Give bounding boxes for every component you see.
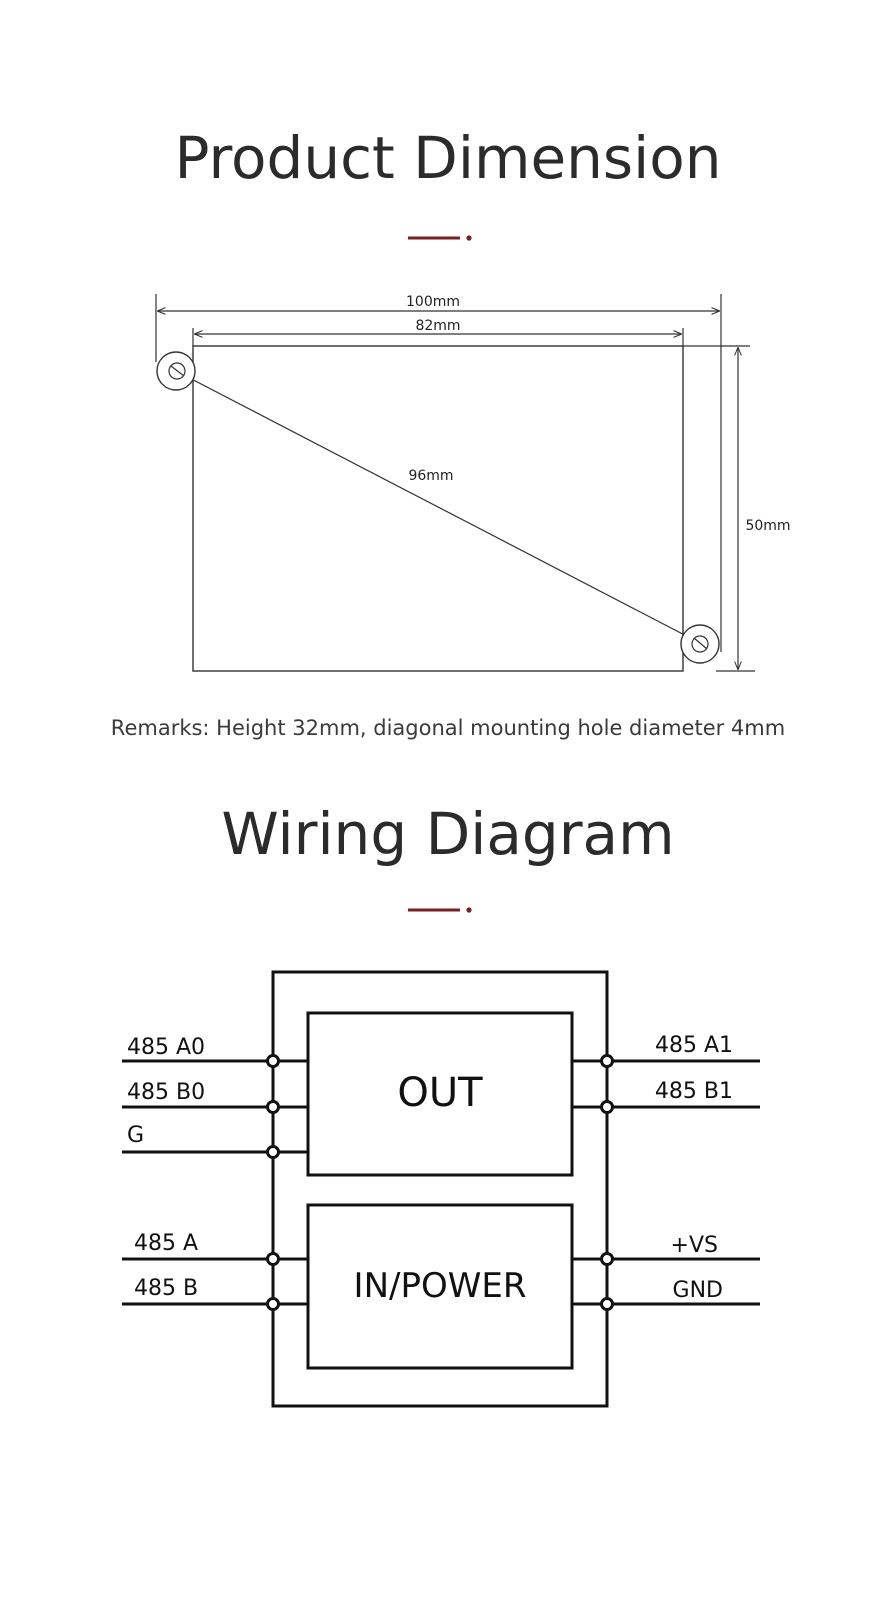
- pin-label-485-a1: 485 A1: [655, 1033, 733, 1058]
- terminal-vs: [600, 1252, 614, 1266]
- terminal-485-a0: [266, 1054, 280, 1068]
- wiring-diagram: [122, 970, 760, 1408]
- board-outline: [192, 345, 684, 672]
- terminal-485-b: [266, 1297, 280, 1311]
- pin-label-485-a0: 485 A0: [127, 1035, 205, 1060]
- terminal-gnd: [600, 1297, 614, 1311]
- pin-label-485-b: 485 B: [134, 1276, 198, 1301]
- dim-label-100mm: 100mm: [406, 294, 460, 310]
- pin-label-485-b0: 485 B0: [127, 1080, 205, 1105]
- dim-line-diagonal: [177, 371, 701, 644]
- accent-divider-top: [408, 235, 472, 241]
- terminal-485-b0: [266, 1100, 280, 1114]
- wiring-diagram-title: Wiring Diagram: [221, 800, 675, 868]
- dimension-drawing: [155, 294, 755, 672]
- out-block: [306, 1011, 574, 1177]
- pin-label-vs: +VS: [671, 1233, 718, 1258]
- product-dimension-title: Product Dimension: [174, 124, 722, 192]
- pin-label-gnd: GND: [673, 1278, 723, 1303]
- dim-label-50mm: 50mm: [745, 518, 790, 534]
- terminal-485-a: [266, 1252, 280, 1266]
- in-power-block-label: IN/POWER: [354, 1266, 527, 1306]
- pin-label-485-a: 485 A: [134, 1231, 198, 1256]
- dim-label-82mm: 82mm: [415, 318, 460, 334]
- mounting-hole-top-left: [156, 351, 196, 391]
- terminal-485-b1: [600, 1100, 614, 1114]
- pin-label-g: G: [127, 1123, 144, 1148]
- dimension-remark: Remarks: Height 32mm, diagonal mounting …: [110, 716, 786, 740]
- pin-label-485-b1: 485 B1: [655, 1079, 733, 1104]
- terminals: [266, 1054, 614, 1311]
- module-housing: [271, 970, 609, 1408]
- in-power-block: [306, 1203, 574, 1370]
- accent-divider-bottom: [408, 907, 472, 913]
- out-block-label: OUT: [397, 1070, 483, 1116]
- terminal-g: [266, 1145, 280, 1159]
- dim-label-diagonal: 96mm: [408, 468, 453, 484]
- mounting-hole-bottom-right: [680, 624, 720, 664]
- terminal-485-a1: [600, 1054, 614, 1068]
